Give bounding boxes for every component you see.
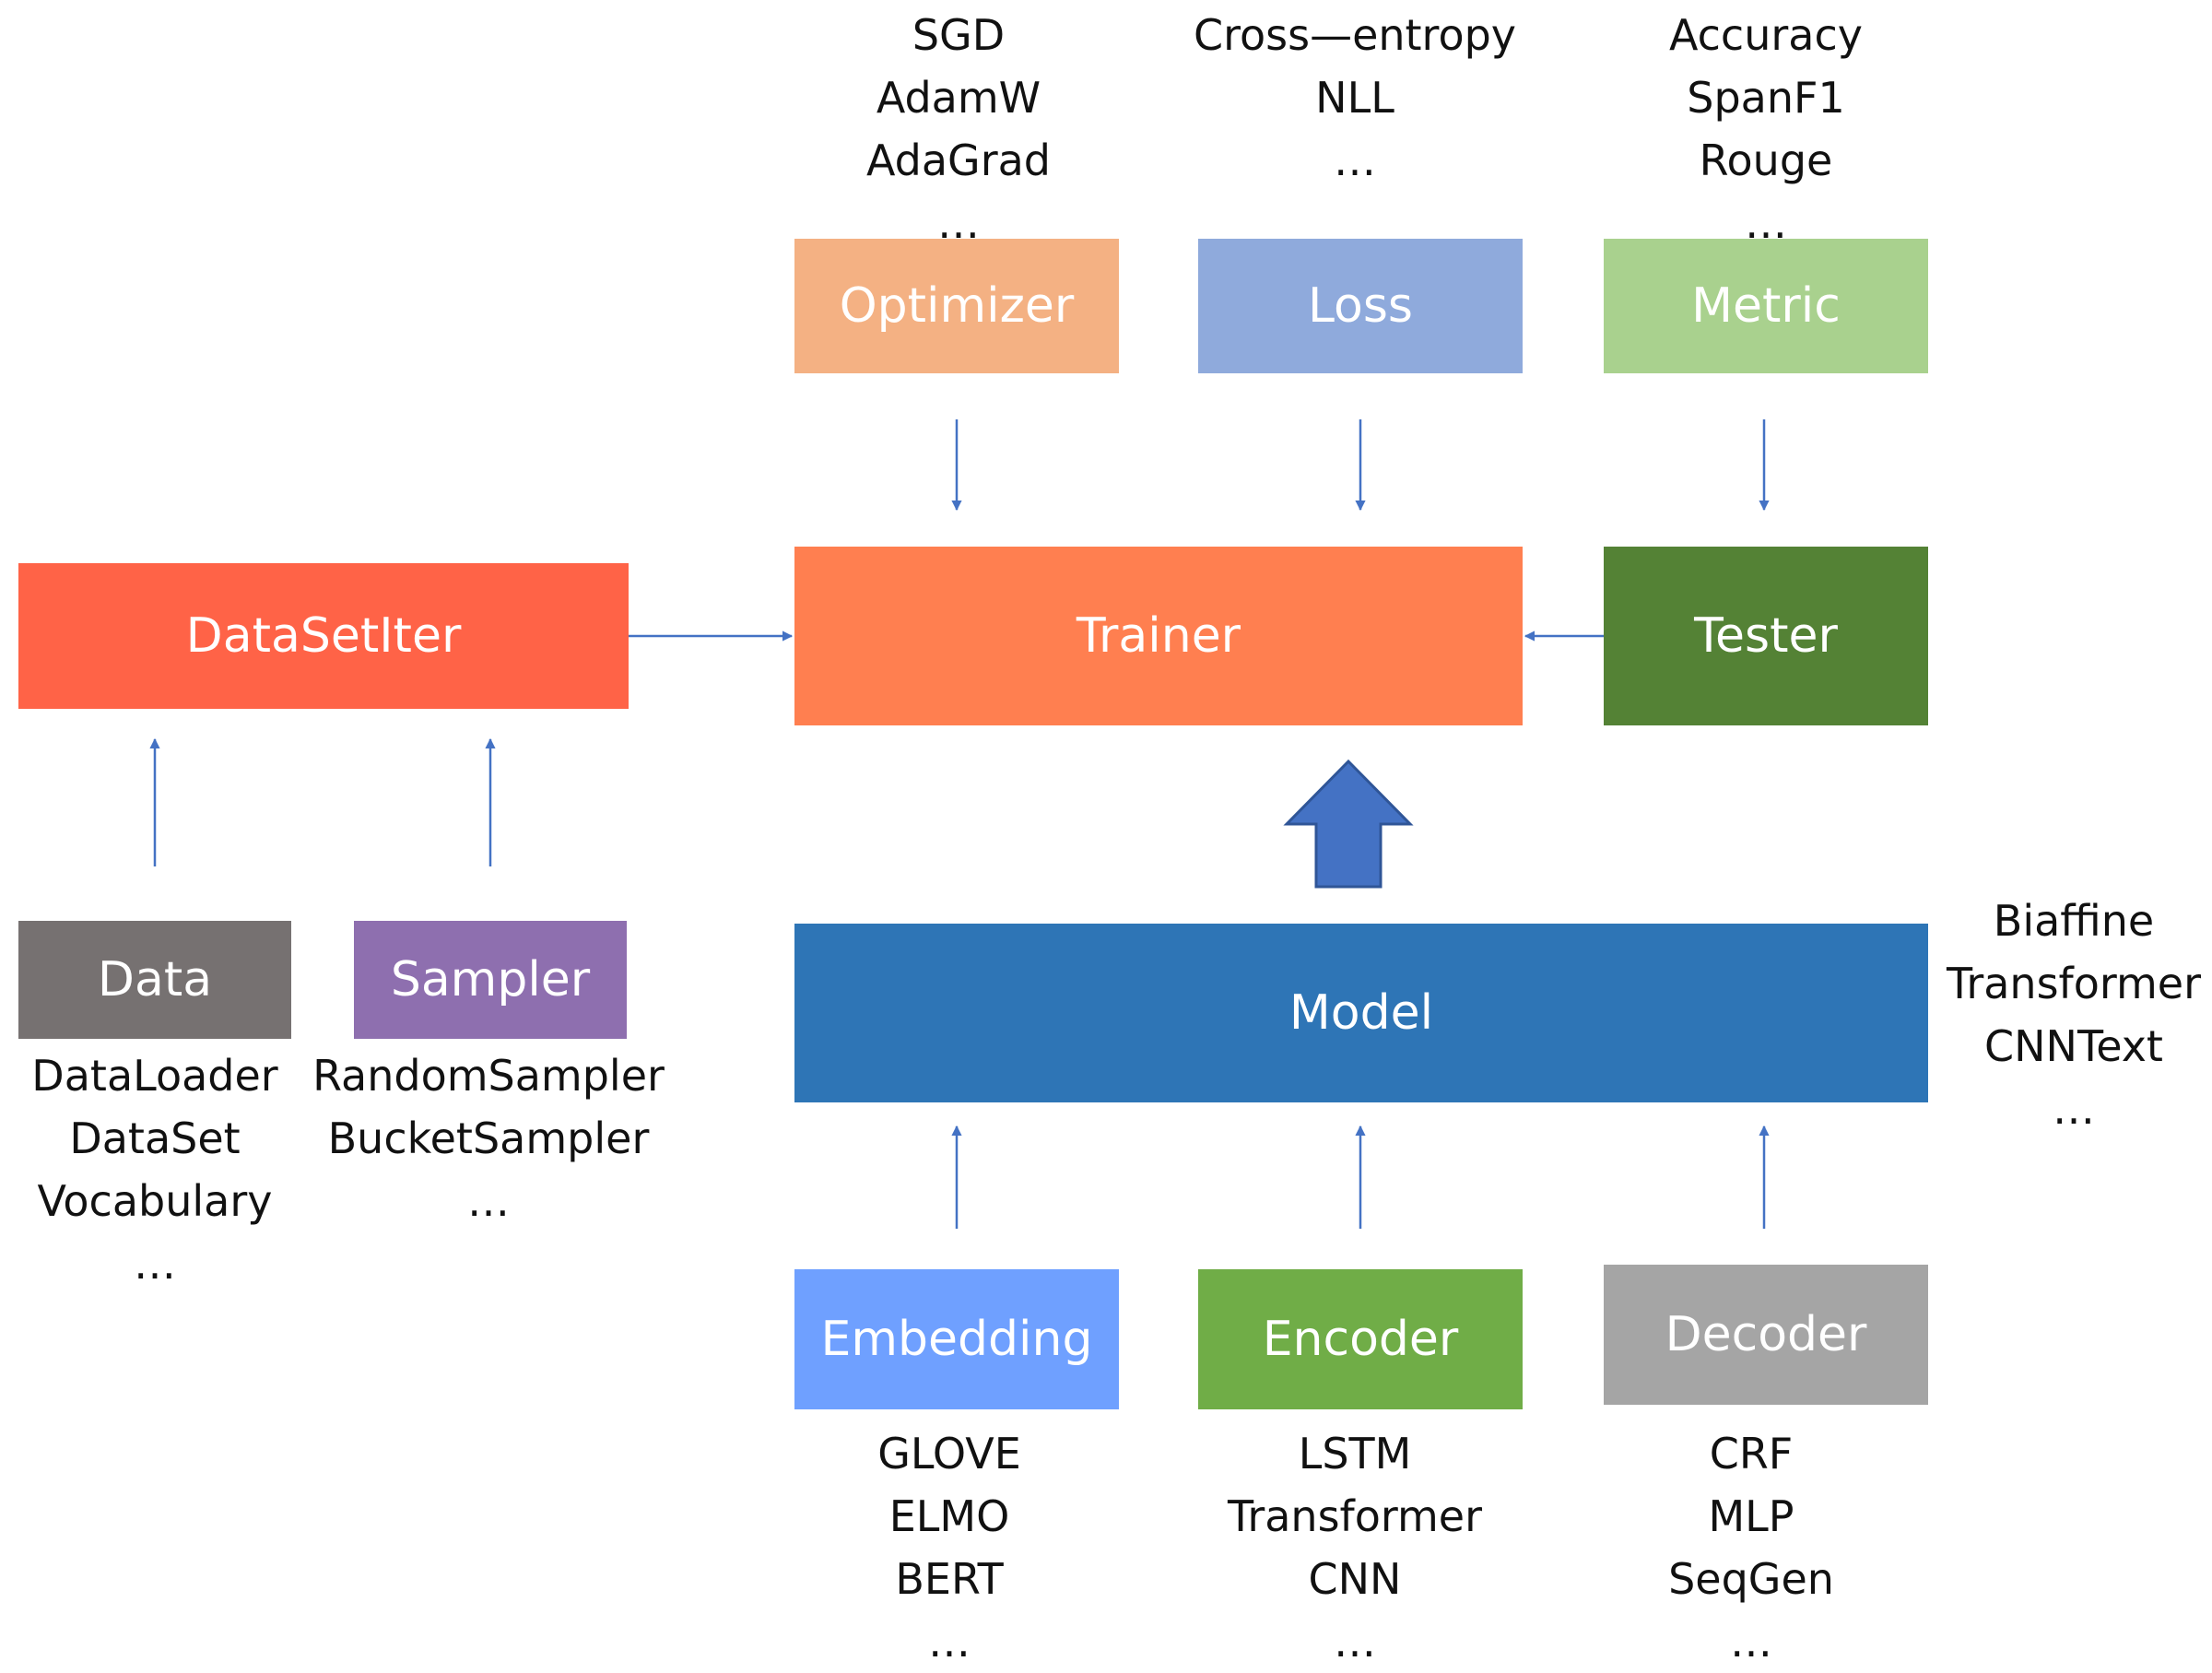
list-item: Accuracy xyxy=(1668,10,1863,60)
optimizer-label: Optimizer xyxy=(839,278,1075,334)
embedding-label: Embedding xyxy=(820,1312,1093,1367)
loss-list: Cross—entropy NLL … xyxy=(1143,4,1567,192)
list-item: … xyxy=(134,1239,176,1289)
loss-label: Loss xyxy=(1307,278,1414,334)
list-item: LSTM xyxy=(1298,1429,1412,1479)
list-item: CNN xyxy=(1308,1554,1402,1604)
list-item: NLL xyxy=(1315,73,1394,123)
decoder-label: Decoder xyxy=(1665,1307,1867,1362)
trainer-box: Trainer xyxy=(794,547,1523,725)
sampler-box: Sampler xyxy=(354,921,627,1039)
list-item: DataSet xyxy=(69,1113,241,1163)
list-item: … xyxy=(2053,1084,2095,1134)
encoder-box: Encoder xyxy=(1198,1269,1523,1409)
datasetiter-label: DataSetIter xyxy=(185,608,462,664)
loss-box: Loss xyxy=(1198,239,1523,373)
data-list: DataLoader DataSet Vocabulary … xyxy=(0,1044,310,1295)
list-item: … xyxy=(928,1617,971,1667)
list-item: DataLoader xyxy=(31,1051,278,1101)
embedding-list: GLOVE ELMO BERT … xyxy=(765,1422,1134,1673)
list-item: Transformer xyxy=(1227,1491,1483,1541)
list-item: … xyxy=(937,198,980,248)
list-item: MLP xyxy=(1708,1491,1794,1541)
datasetiter-box: DataSetIter xyxy=(18,563,629,709)
list-item: BERT xyxy=(895,1554,1004,1604)
optimizer-box: Optimizer xyxy=(794,239,1119,373)
data-label: Data xyxy=(97,952,213,1007)
data-box: Data xyxy=(18,921,291,1039)
list-item: Biaffine xyxy=(1993,896,2155,946)
sampler-list: RandomSampler BucketSampler … xyxy=(304,1044,673,1232)
list-item: Cross—entropy xyxy=(1193,10,1517,60)
list-item: SpanF1 xyxy=(1687,73,1845,123)
model-label: Model xyxy=(1288,985,1434,1041)
list-item: CRF xyxy=(1709,1429,1794,1479)
list-item: ELMO xyxy=(888,1491,1010,1541)
list-item: SeqGen xyxy=(1668,1554,1834,1604)
list-item: … xyxy=(467,1176,510,1226)
decoder-list: CRF MLP SeqGen … xyxy=(1567,1422,1936,1673)
list-item: AdaGrad xyxy=(866,135,1051,185)
tester-label: Tester xyxy=(1694,608,1838,664)
model-box: Model xyxy=(794,924,1928,1102)
list-item: SGD xyxy=(912,10,1006,60)
encoder-label: Encoder xyxy=(1262,1312,1459,1367)
embedding-box: Embedding xyxy=(794,1269,1119,1409)
list-item: … xyxy=(1334,135,1376,185)
list-item: RandomSampler xyxy=(312,1051,665,1101)
sampler-label: Sampler xyxy=(390,952,591,1007)
list-item: Rouge xyxy=(1699,135,1833,185)
metric-label: Metric xyxy=(1691,278,1841,334)
list-item: BucketSampler xyxy=(327,1113,650,1163)
encoder-list: LSTM Transformer CNN … xyxy=(1171,1422,1539,1673)
model-list: Biaffine Transformer CNNText … xyxy=(1936,890,2212,1140)
big-up-arrow-model-to-trainer xyxy=(1283,759,1414,889)
list-item: AdamW xyxy=(876,73,1041,123)
optimizer-list: SGD AdamW AdaGrad … xyxy=(774,4,1143,254)
list-item: Transformer xyxy=(1946,959,2202,1008)
metric-list: Accuracy SpanF1 Rouge … xyxy=(1582,4,1950,254)
list-item: … xyxy=(1730,1617,1772,1667)
list-item: … xyxy=(1334,1617,1376,1667)
tester-box: Tester xyxy=(1604,547,1928,725)
list-item: GLOVE xyxy=(877,1429,1021,1479)
list-item: Vocabulary xyxy=(37,1176,273,1226)
list-item: … xyxy=(1745,198,1787,248)
decoder-box: Decoder xyxy=(1604,1265,1928,1405)
list-item: CNNText xyxy=(1984,1021,2163,1071)
trainer-label: Trainer xyxy=(1076,608,1241,664)
metric-box: Metric xyxy=(1604,239,1928,373)
